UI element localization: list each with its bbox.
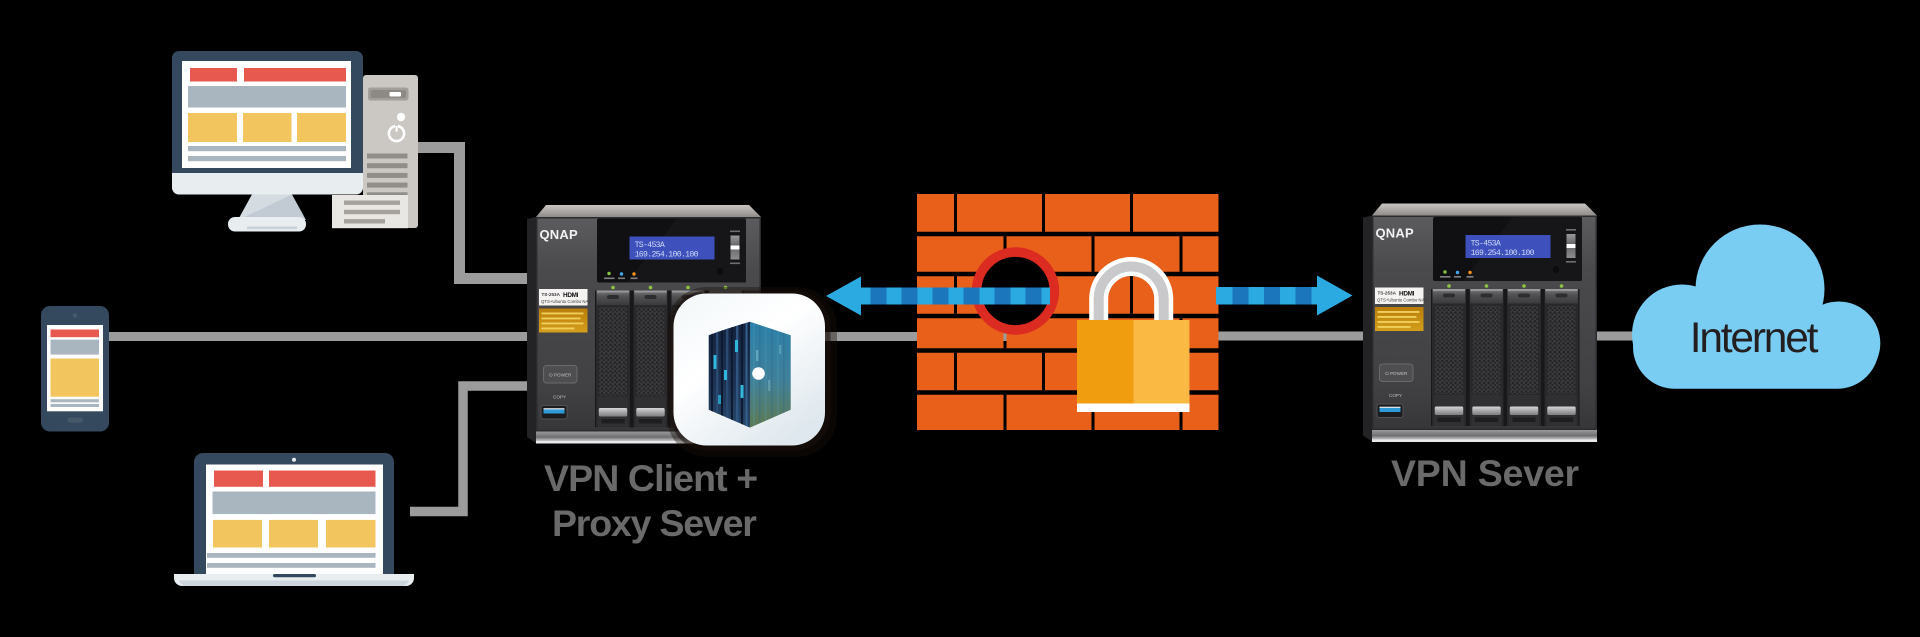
svg-text:Proxy Sever: Proxy Sever bbox=[552, 502, 757, 544]
svg-text:VPN Client +: VPN Client + bbox=[544, 457, 757, 499]
svg-text:Internet: Internet bbox=[1690, 315, 1819, 362]
svg-text:VPN Sever: VPN Sever bbox=[1391, 452, 1580, 494]
